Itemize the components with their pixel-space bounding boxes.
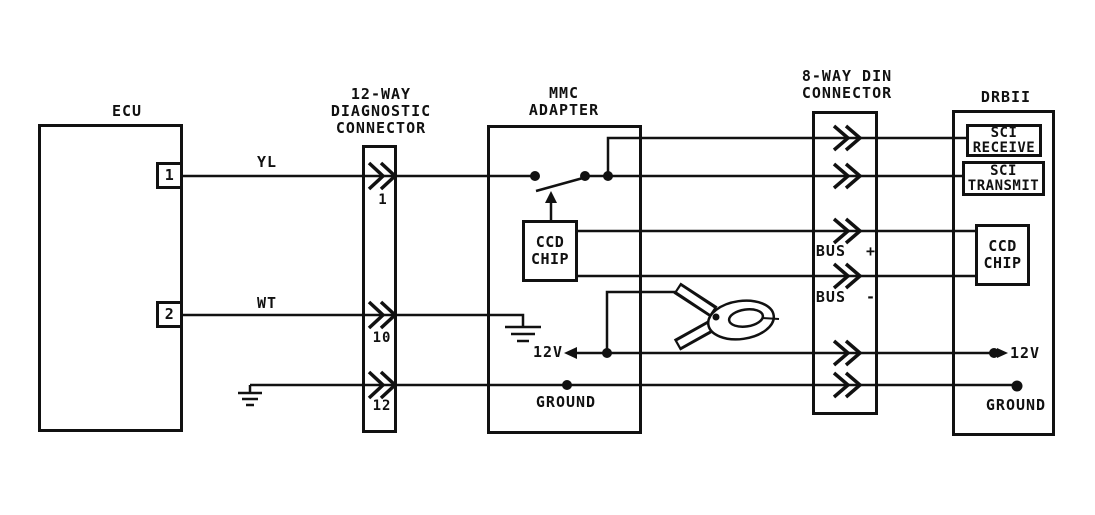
ecu-box xyxy=(38,124,183,432)
din-connector-title: 8-WAY DIN CONNECTOR xyxy=(801,67,893,102)
drb-ground-dot xyxy=(1011,380,1023,392)
ecu-pin2-label: 2 xyxy=(164,305,175,323)
mmc-12v-arrow-icon xyxy=(564,347,577,359)
ground-symbol-mmc xyxy=(505,325,541,343)
ecu-pin1-box: 1 xyxy=(156,162,183,189)
diag-pin10-label: 10 xyxy=(372,330,392,346)
junction-dot-12v-mmc xyxy=(602,348,612,358)
mmc-12v-label: 12V xyxy=(532,343,564,361)
sci-receive-label: SCI RECEIVE xyxy=(972,124,1036,156)
mmc-ccd-chip-label: CCD CHIP xyxy=(530,233,570,268)
sci-transmit-box: SCI TRANSMIT xyxy=(962,161,1045,196)
ground-symbol-ecu xyxy=(238,391,262,407)
drb-12v-label: 12V xyxy=(1010,344,1041,362)
mmc-ccd-chip-box: CCD CHIP xyxy=(522,220,578,282)
mmc-adapter-box xyxy=(487,125,642,434)
wire-wt xyxy=(183,313,525,327)
switch-icon xyxy=(530,171,613,193)
ecu-pin1-label: 1 xyxy=(164,166,175,184)
junction-dot-ground-mmc xyxy=(562,380,572,390)
diagnostic-connector-box xyxy=(362,145,397,433)
ccd-arrow-head xyxy=(545,191,557,203)
drb-ground-label: GROUND xyxy=(985,396,1047,414)
drbii-title: DRBII xyxy=(980,88,1032,106)
drbii-box xyxy=(952,110,1055,436)
sci-receive-box: SCI RECEIVE xyxy=(966,124,1042,157)
drb-ccd-chip-box: CCD CHIP xyxy=(975,224,1030,286)
ecu-title: ECU xyxy=(111,102,143,120)
wire-wt-label: WT xyxy=(256,294,278,312)
wire-clamp-branch xyxy=(605,290,679,353)
bus-plus-label: BUS + xyxy=(815,242,877,260)
wire-sci-receive xyxy=(606,136,966,176)
mmc-ground-label: GROUND xyxy=(535,393,597,411)
drb-12v-arrow-icon xyxy=(989,348,1008,358)
drb-ccd-chip-label: CCD CHIP xyxy=(983,237,1022,272)
din-pin-arrow-icons xyxy=(832,124,863,399)
diag-pin12-label: 12 xyxy=(372,398,392,414)
battery-clamp-icon xyxy=(673,282,780,351)
din-connector-box xyxy=(812,111,878,415)
ecu-pin2-box: 2 xyxy=(156,301,183,328)
mmc-adapter-title: MMC ADAPTER xyxy=(528,84,600,119)
bus-minus-label: BUS - xyxy=(815,288,877,306)
sci-transmit-label: SCI TRANSMIT xyxy=(967,162,1040,194)
wire-yl-label: YL xyxy=(256,153,278,171)
diagnostic-connector-title: 12-WAY DIAGNOSTIC CONNECTOR xyxy=(330,85,432,137)
diag-pin1-label: 1 xyxy=(378,192,388,208)
